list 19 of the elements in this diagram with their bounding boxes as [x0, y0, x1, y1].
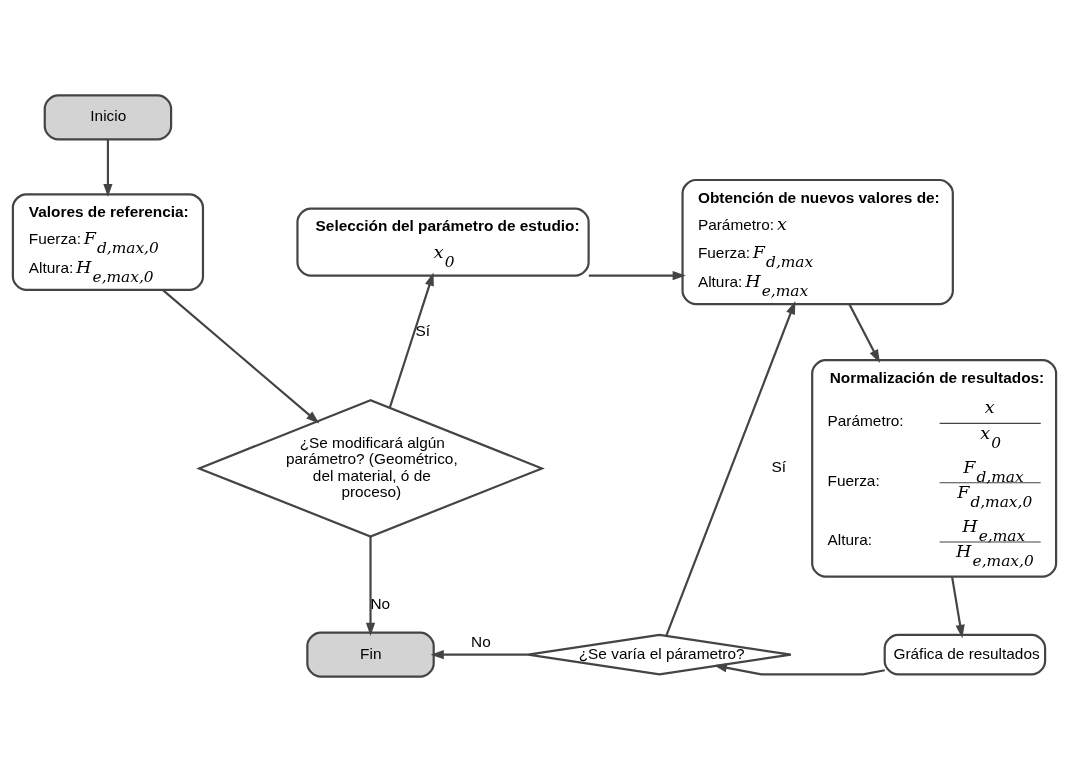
arrow	[588, 270, 686, 280]
node-diamond: ¿Se modificará algún parámetro? (Geométrico, del material, ó de proceso)	[196, 398, 545, 538]
arrow	[430, 649, 529, 659]
edge-label: Sí	[415, 321, 431, 339]
arrow	[103, 139, 113, 197]
node-box: Inicio	[43, 93, 173, 140]
arrow	[951, 576, 965, 638]
arrow	[848, 303, 880, 363]
edge-label: No	[471, 632, 491, 650]
node-diamond: ¿Se varía el párametro?	[527, 633, 792, 676]
arrow	[365, 536, 376, 636]
edge-label: Sí	[771, 457, 787, 475]
arrow	[388, 272, 434, 408]
arrow	[713, 662, 885, 675]
arrow	[161, 288, 320, 424]
node-box: Fin	[306, 631, 435, 678]
edge-label: No	[370, 594, 391, 612]
node-box: Gráfica de resultados	[883, 633, 1047, 675]
arrow	[665, 300, 796, 636]
